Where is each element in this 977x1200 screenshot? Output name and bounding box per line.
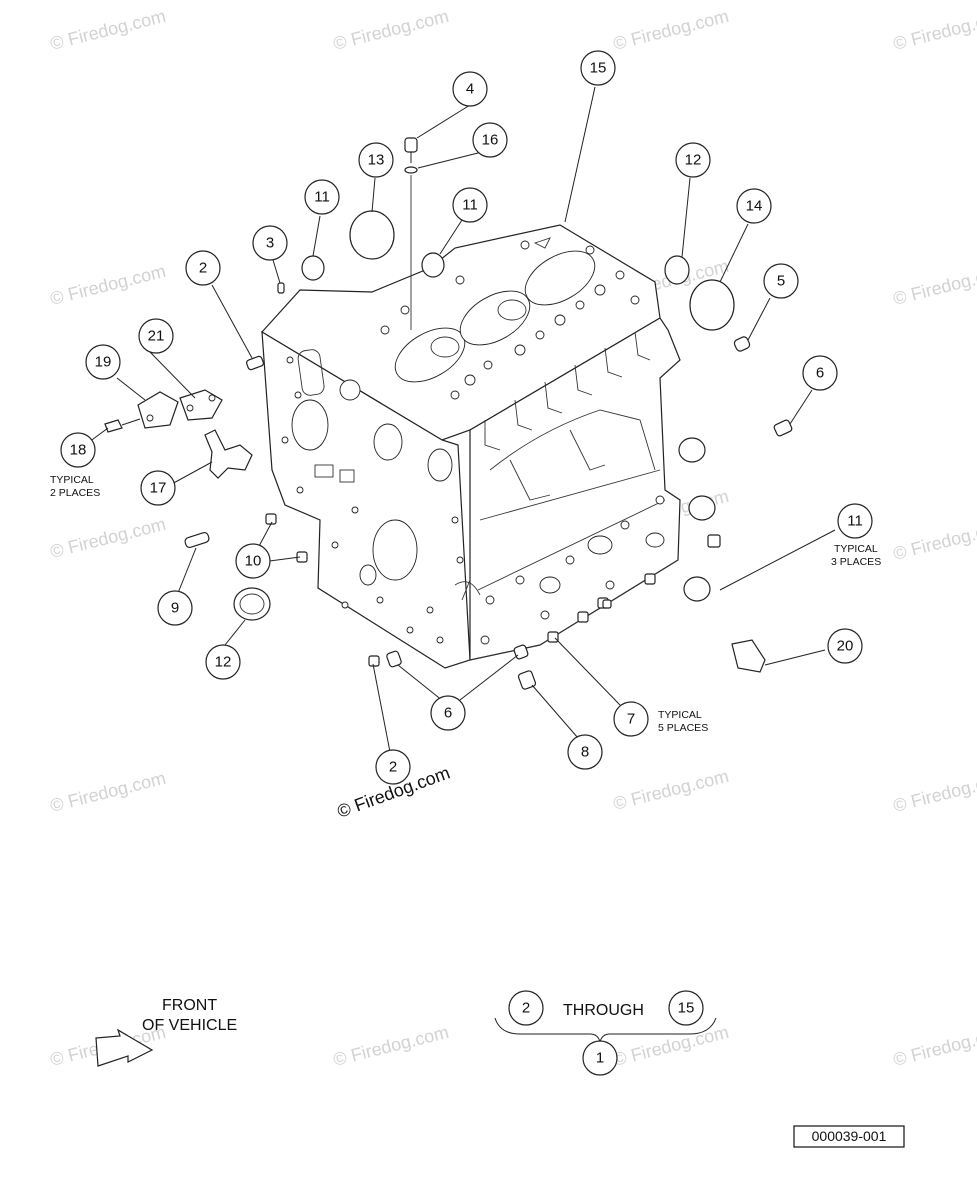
callout-6: 6 (430, 695, 466, 731)
watermark: © Firedog.com (891, 516, 977, 564)
note-typical-3-line2: 3 PLACES (831, 556, 881, 568)
callout-6: 6 (802, 355, 838, 391)
through-label: THROUGH (563, 1002, 644, 1019)
callout-15: 15 (580, 50, 616, 86)
watermark: © Firedog.com (48, 768, 168, 816)
svg-text:16: 16 (482, 132, 499, 149)
svg-text:21: 21 (148, 328, 165, 345)
part-callouts: 4 15 16 13 12 11 11 14 3 2 5 21 19 6 18 … (60, 50, 873, 1076)
svg-text:5: 5 (777, 273, 785, 290)
svg-text:13: 13 (368, 152, 385, 169)
svg-text:12: 12 (685, 152, 702, 169)
svg-text:20: 20 (837, 638, 854, 655)
svg-text:9: 9 (171, 600, 179, 617)
watermark: © Firedog.com (611, 6, 731, 54)
callout-4: 4 (452, 71, 488, 107)
note-typical-2-line1: TYPICAL (50, 474, 94, 486)
svg-text:12: 12 (215, 654, 232, 671)
loose-parts (104, 137, 793, 690)
callout-9: 9 (157, 590, 193, 626)
note-typical-3-line1: TYPICAL (834, 543, 878, 555)
svg-text:10: 10 (245, 553, 262, 570)
svg-text:11: 11 (847, 513, 863, 530)
watermark: © Firedog.com (48, 514, 168, 562)
svg-text:2: 2 (522, 1000, 530, 1017)
callout-5: 5 (763, 263, 799, 299)
watermark: © Firedog.com (891, 768, 977, 816)
svg-text:19: 19 (95, 354, 112, 371)
callout-3: 3 (252, 225, 288, 261)
watermark: © Firedog.com (611, 766, 731, 814)
note-typical-2-line2: 2 PLACES (50, 487, 100, 499)
callout-11: 11 (304, 179, 340, 215)
svg-text:11: 11 (462, 197, 478, 214)
svg-text:3: 3 (266, 235, 274, 252)
callout-8: 8 (567, 734, 603, 770)
front-label-line1: FRONT (162, 997, 217, 1014)
svg-text:17: 17 (150, 480, 167, 497)
svg-text:15: 15 (678, 1000, 695, 1017)
callout-12: 12 (675, 142, 711, 178)
svg-text:15: 15 (590, 60, 607, 77)
callout-20: 20 (827, 628, 863, 664)
watermark: © Firedog.com (331, 1022, 451, 1070)
note-typical-5-line1: TYPICAL (658, 709, 702, 721)
callout-13: 13 (358, 142, 394, 178)
legend: FRONT OF VEHICLE THROUGH (95, 997, 644, 1067)
svg-text:4: 4 (466, 81, 474, 98)
svg-text:2: 2 (199, 260, 207, 277)
leader-lines (84, 86, 836, 1043)
front-label-line2: OF VEHICLE (142, 1017, 237, 1034)
callout-2-range-start: 2 (508, 990, 544, 1026)
callout-11: 11 (452, 187, 488, 223)
watermark: © Firedog.com (611, 1022, 731, 1070)
callout-16: 16 (472, 122, 508, 158)
drawing-number-stamp: 000039-001 (793, 1125, 905, 1148)
svg-text:1: 1 (596, 1050, 604, 1067)
callout-21: 21 (138, 318, 174, 354)
drawing-number: 000039-001 (812, 1128, 887, 1144)
front-direction-arrow-icon (95, 1028, 154, 1067)
svg-text:18: 18 (70, 442, 87, 459)
cylinder-block-drawing (261, 224, 681, 669)
watermark: © Firedog.com (48, 6, 168, 54)
watermark: © Firedog.com (331, 6, 451, 54)
svg-text:6: 6 (444, 705, 452, 722)
svg-text:14: 14 (746, 198, 763, 215)
callout-10: 10 (235, 543, 271, 579)
watermark: © Firedog.com (48, 261, 168, 309)
typical-notes: TYPICAL 2 PLACES TYPICAL 3 PLACES TYPICA… (50, 474, 881, 734)
callout-15-range-end: 15 (668, 990, 704, 1026)
svg-text:2: 2 (389, 759, 397, 776)
watermark: © Firedog.com (891, 6, 977, 54)
callout-1: 1 (582, 1040, 618, 1076)
callout-11: 11 (837, 503, 873, 539)
callout-2: 2 (375, 749, 411, 785)
callout-17: 17 (140, 470, 176, 506)
callout-2: 2 (185, 250, 221, 286)
callout-14: 14 (736, 188, 772, 224)
callout-18: 18 (60, 432, 96, 468)
watermark: © Firedog.com (891, 261, 977, 309)
callout-12: 12 (205, 644, 241, 680)
svg-text:11: 11 (314, 189, 330, 206)
svg-text:7: 7 (627, 711, 635, 728)
svg-text:6: 6 (816, 365, 824, 382)
note-typical-5-line2: 5 PLACES (658, 722, 708, 734)
callout-7: 7 (613, 701, 649, 737)
watermark: © Firedog.com (891, 1022, 977, 1070)
svg-text:8: 8 (581, 744, 589, 761)
callout-19: 19 (85, 344, 121, 380)
